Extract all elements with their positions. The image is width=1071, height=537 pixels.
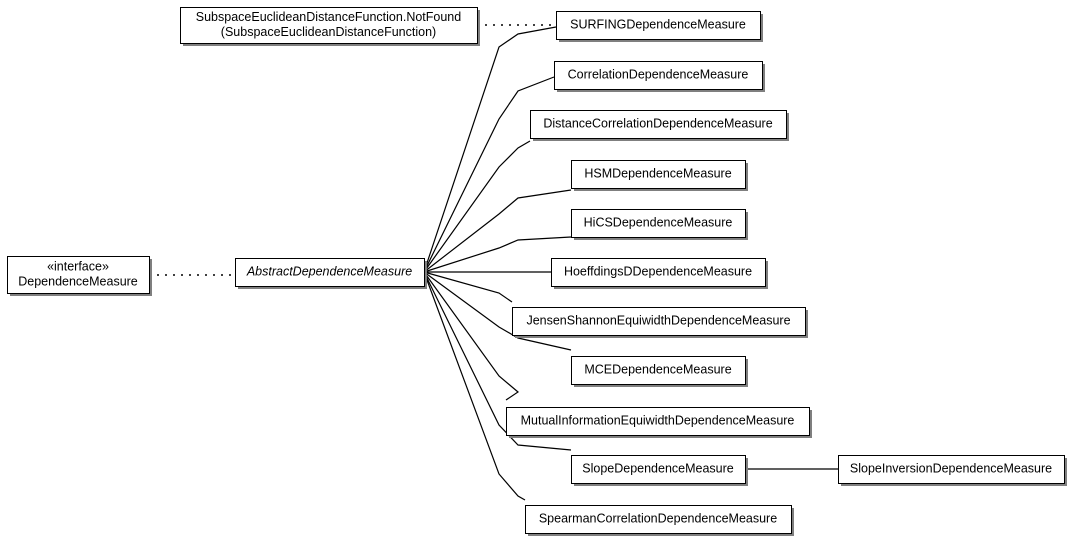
node-abstract-dependencemeasure[interactable]: AbstractDependenceMeasure — [235, 258, 428, 290]
node-spearman-label: SpearmanCorrelationDependenceMeasure — [539, 511, 777, 525]
node-correlation-label: CorrelationDependenceMeasure — [568, 67, 749, 81]
node-hsm-frame — [571, 160, 746, 189]
node-mutualinformation-label: MutualInformationEquiwidthDependenceMeas… — [521, 413, 795, 427]
node-hsm[interactable]: HSMDependenceMeasure — [571, 160, 749, 192]
node-hoeffdingsd-frame — [551, 258, 766, 287]
node-surfing-frame — [556, 11, 761, 40]
edge-generalization-mutualinformation — [423, 271, 519, 401]
node-spearman[interactable]: SpearmanCorrelationDependenceMeasure — [525, 505, 795, 537]
node-subspace-euclidean-distance-function-notfound[interactable]: SubspaceEuclideanDistanceFunction.NotFou… — [180, 7, 481, 47]
edge-generalization-correlation — [423, 76, 555, 273]
node-correlation-frame — [554, 61, 763, 90]
edge-generalization-jensenshannon — [423, 271, 513, 303]
edge-generalization-hics — [423, 236, 572, 273]
node-interface-dependencemeasure-label-line1: «interface» — [47, 259, 109, 273]
node-interface-dependencemeasure-label-line2: DependenceMeasure — [18, 274, 138, 288]
node-mce[interactable]: MCEDependenceMeasure — [571, 356, 749, 388]
nodes-layer: SubspaceEuclideanDistanceFunction.NotFou… — [7, 7, 1068, 537]
node-slope[interactable]: SlopeDependenceMeasure — [571, 455, 749, 487]
node-distancecorrelation-frame — [530, 110, 787, 139]
edge-generalization-spearman — [423, 271, 526, 501]
node-slope-frame — [571, 455, 746, 484]
node-abstract-dependencemeasure-frame — [235, 258, 425, 287]
node-slope-label: SlopeDependenceMeasure — [582, 461, 734, 475]
node-jensenshannon[interactable]: JensenShannonEquiwidthDependenceMeasure — [512, 307, 809, 339]
node-hoeffdingsd-label: HoeffdingsDDependenceMeasure — [564, 264, 752, 278]
node-mce-label: MCEDependenceMeasure — [584, 362, 731, 376]
node-hics-frame — [571, 209, 746, 238]
node-interface-dependencemeasure[interactable]: «interface»DependenceMeasure — [7, 256, 153, 297]
edge-generalization-hsm — [423, 189, 572, 273]
edge-generalization-surfing — [423, 26, 557, 273]
node-slopeinversion-frame — [838, 455, 1065, 484]
node-hsm-label: HSMDependenceMeasure — [584, 166, 731, 180]
node-jensenshannon-frame — [512, 307, 806, 336]
node-distancecorrelation-label: DistanceCorrelationDependenceMeasure — [543, 116, 772, 130]
node-subspace-euclidean-distance-function-notfound-label-line1: SubspaceEuclideanDistanceFunction.NotFou… — [196, 10, 461, 24]
node-jensenshannon-label: JensenShannonEquiwidthDependenceMeasure — [526, 313, 790, 327]
node-correlation[interactable]: CorrelationDependenceMeasure — [554, 61, 766, 93]
node-hoeffdingsd[interactable]: HoeffdingsDDependenceMeasure — [551, 258, 769, 290]
edge-generalization-mce — [423, 271, 572, 351]
node-subspace-euclidean-distance-function-notfound-frame — [180, 7, 478, 44]
node-subspace-euclidean-distance-function-notfound-label-line2: (SubspaceEuclideanDistanceFunction) — [221, 25, 436, 39]
node-slopeinversion-label: SlopeInversionDependenceMeasure — [850, 461, 1052, 475]
node-abstract-dependencemeasure-label: AbstractDependenceMeasure — [246, 264, 412, 278]
node-surfing-label: SURFINGDependenceMeasure — [570, 17, 746, 31]
node-hics-label: HiCSDependenceMeasure — [584, 215, 733, 229]
node-mutualinformation-frame — [506, 407, 810, 436]
node-hics[interactable]: HiCSDependenceMeasure — [571, 209, 749, 241]
node-surfing[interactable]: SURFINGDependenceMeasure — [556, 11, 764, 43]
node-slopeinversion[interactable]: SlopeInversionDependenceMeasure — [838, 455, 1068, 487]
node-mce-frame — [571, 356, 746, 385]
node-mutualinformation[interactable]: MutualInformationEquiwidthDependenceMeas… — [506, 407, 813, 439]
node-interface-dependencemeasure-frame — [7, 256, 150, 294]
edge-generalization-distancecorrelation — [423, 140, 531, 273]
node-distancecorrelation[interactable]: DistanceCorrelationDependenceMeasure — [530, 110, 790, 142]
node-spearman-frame — [525, 505, 792, 534]
